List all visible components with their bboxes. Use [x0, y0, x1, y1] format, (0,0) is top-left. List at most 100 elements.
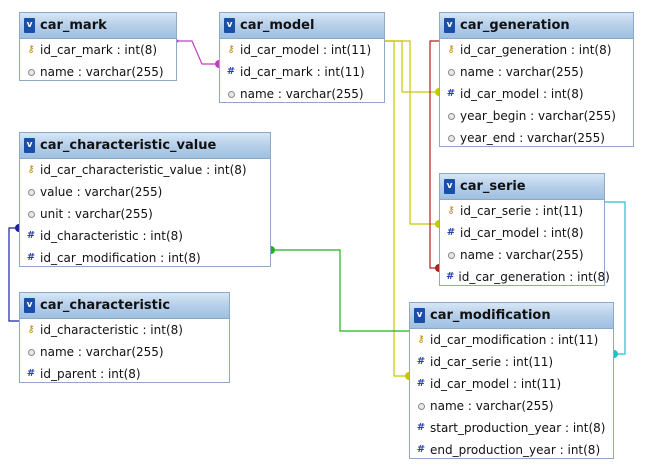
circle-icon	[417, 402, 425, 410]
column-row[interactable]: #id_parent : int(8)	[20, 363, 229, 385]
primary-key-icon: ⚷	[26, 44, 36, 56]
column-row[interactable]: name : varchar(255)	[410, 395, 613, 417]
primary-key-icon: ⚷	[446, 44, 456, 56]
primary-key-icon: ⚷	[26, 324, 36, 336]
column-icon	[446, 110, 456, 122]
column-text: id_car_modification : int(11)	[430, 333, 599, 347]
column-row[interactable]: #id_car_generation : int(8)	[440, 266, 610, 288]
column-row[interactable]: ⚷id_car_characteristic_value : int(8)	[20, 159, 270, 181]
column-icon	[446, 132, 456, 144]
column-row[interactable]: # end_production_year : int(8)	[410, 439, 613, 461]
column-text: id_car_model : int(11)	[430, 377, 562, 391]
foreign-key-icon: #	[416, 444, 426, 456]
column-row[interactable]: year_begin : varchar(255)	[440, 105, 633, 127]
link-car-generation-to-car-serie	[429, 40, 439, 269]
column-row[interactable]: name : varchar(255)	[20, 341, 229, 363]
column-row[interactable]: ⚷ id_car_serie : int(11)	[440, 200, 604, 222]
column-icon	[26, 346, 36, 358]
hash-icon: #	[416, 378, 426, 389]
column-row[interactable]: #id_characteristic : int(8)	[20, 225, 270, 247]
circle-icon	[27, 68, 35, 76]
column-row[interactable]: name : varchar(255)	[440, 244, 604, 266]
column-text: id_car_model : int(11)	[240, 43, 372, 57]
column-row[interactable]: ⚷id_car_generation : int(8)	[440, 39, 633, 61]
column-row[interactable]: ⚷ id_car_model : int(11)	[220, 39, 384, 61]
table-header[interactable]: v car_serie	[440, 174, 604, 200]
column-row[interactable]: name : varchar(255)	[440, 61, 633, 83]
foreign-key-icon: #	[446, 271, 454, 283]
link-car-model-to-car-modification	[385, 40, 409, 377]
circle-icon	[27, 210, 35, 218]
foreign-key-icon: #	[446, 88, 456, 100]
column-row[interactable]: name : varchar(255)	[220, 83, 384, 105]
column-row[interactable]: #id_car_mark : int(11)	[220, 61, 384, 83]
table-header[interactable]: v car_modification	[410, 303, 613, 329]
link-car-serie-to-car-modification	[605, 201, 626, 355]
key-icon: ⚷	[227, 44, 235, 55]
column-row[interactable]: #id_car_model : int(8)	[440, 222, 604, 244]
key-icon: ⚷	[447, 44, 455, 55]
column-text: id_car_serie : int(11)	[460, 204, 584, 218]
foreign-key-icon: #	[416, 378, 426, 390]
table-car-serie[interactable]: v car_serie ⚷ id_car_serie : int(11) #id_car…	[439, 173, 610, 288]
table-car-modification[interactable]: v car_modification ⚷ id_car_modification : …	[409, 302, 614, 459]
column-row[interactable]: # id_car_model : int(11)	[410, 373, 613, 395]
foreign-key-icon: #	[226, 66, 236, 78]
column-text: name : varchar(255)	[430, 399, 554, 413]
link-car-model-to-car-generation	[385, 40, 439, 93]
hash-icon: #	[416, 422, 426, 433]
column-row[interactable]: # id_car_model : int(8)	[440, 83, 633, 105]
table-icon: v	[444, 18, 455, 33]
column-row[interactable]: ⚷id_characteristic : int(8)	[20, 319, 229, 341]
column-row[interactable]: name : varchar(255)	[20, 61, 176, 83]
table-title: car_serie	[460, 179, 526, 194]
hash-icon: #	[446, 271, 455, 282]
circle-icon	[447, 112, 455, 120]
column-row[interactable]: ⚷ id_car_modification : int(11)	[410, 329, 613, 351]
column-icon	[416, 400, 426, 412]
column-row[interactable]: #start_production_year : int(8)	[410, 417, 613, 439]
foreign-key-icon: #	[416, 422, 426, 434]
table-icon: v	[24, 18, 35, 33]
column-row[interactable]: ⚷ id_car_mark : int(8)	[20, 39, 176, 61]
table-title: car_modification	[430, 308, 551, 323]
hash-icon: #	[446, 227, 456, 238]
column-text: name : varchar(255)	[460, 248, 584, 262]
table-icon: v	[24, 298, 35, 313]
column-text: id_parent : int(8)	[40, 367, 141, 381]
column-icon	[26, 186, 36, 198]
link-car-mark-to-car-model	[177, 40, 219, 65]
column-text: id_car_model : int(8)	[460, 87, 584, 101]
primary-key-icon: ⚷	[446, 205, 456, 217]
key-icon: ⚷	[27, 44, 35, 55]
column-row[interactable]: value : varchar(255)	[20, 181, 270, 203]
column-text: end_production_year : int(8)	[430, 443, 601, 457]
column-text: name : varchar(255)	[40, 65, 164, 79]
column-row[interactable]: year_end : varchar(255)	[440, 127, 633, 149]
column-text: id_car_mark : int(8)	[40, 43, 158, 57]
table-icon: v	[414, 308, 425, 323]
column-row[interactable]: #id_car_serie : int(11)	[410, 351, 613, 373]
hash-icon: #	[416, 444, 426, 455]
table-icon: v	[444, 179, 455, 194]
foreign-key-icon: #	[26, 252, 36, 264]
column-text: value : varchar(255)	[40, 185, 163, 199]
foreign-key-icon: #	[26, 230, 36, 242]
column-row[interactable]: #id_car_modification : int(8)	[20, 247, 270, 269]
column-text: name : varchar(255)	[240, 87, 364, 101]
column-text: year_end : varchar(255)	[460, 131, 605, 145]
column-row[interactable]: unit : varchar(255)	[20, 203, 270, 225]
primary-key-icon: ⚷	[416, 334, 426, 346]
primary-key-icon: ⚷	[226, 44, 236, 56]
table-icon: v	[224, 18, 235, 33]
